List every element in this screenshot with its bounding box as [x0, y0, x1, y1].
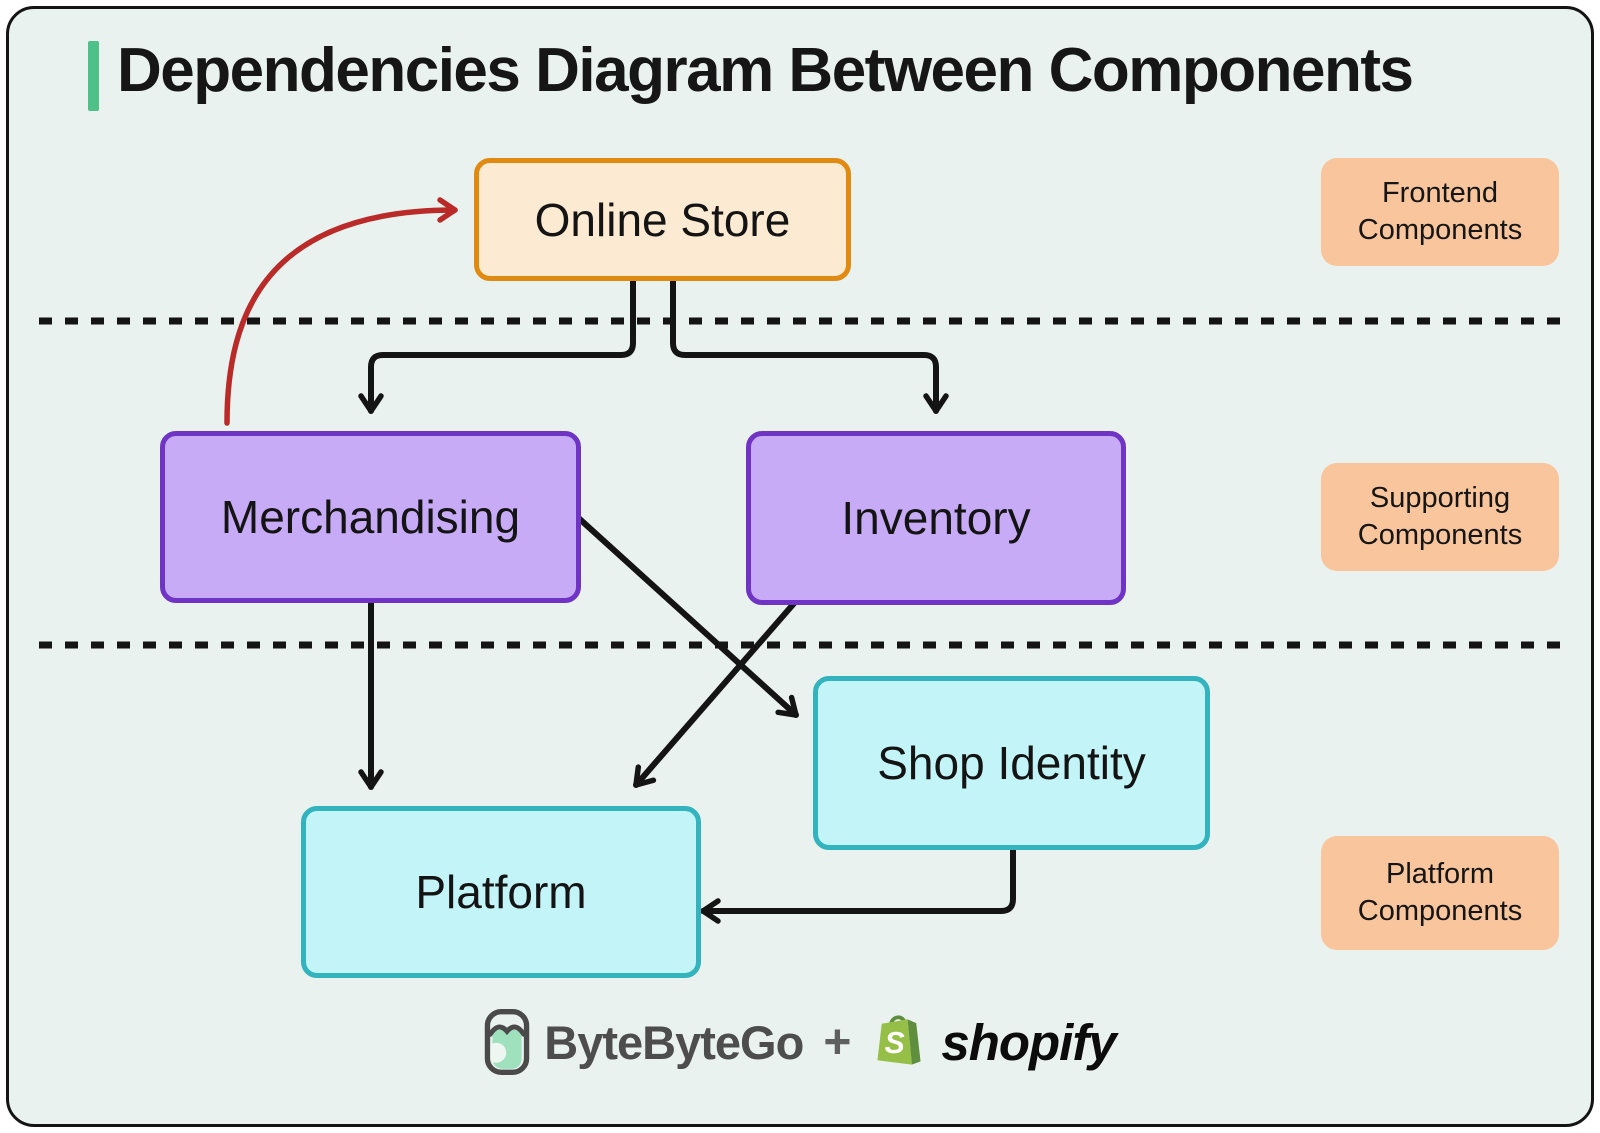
diagram-frame: Dependencies Diagram Between Components … — [6, 6, 1594, 1127]
page-title: Dependencies Diagram Between Components — [117, 36, 1414, 105]
node-shop-identity: Shop Identity — [813, 676, 1210, 850]
legend-platform-components: Platform Components — [1321, 836, 1559, 950]
node-inventory-label: Inventory — [841, 492, 1031, 544]
node-online-store: Online Store — [474, 158, 851, 281]
plus-sign: + — [823, 1015, 852, 1069]
shopify-bag-letter: S — [885, 1027, 905, 1060]
edge-merchandising-onlinestore-red — [224, 197, 458, 426]
legend-frontend-label: Frontend Components — [1357, 176, 1523, 246]
legend-supporting-components: Supporting Components — [1321, 463, 1559, 571]
footer-logos: ByteByteGo + S shopify — [9, 1008, 1591, 1076]
edge-inventory-platform — [633, 590, 806, 788]
shopify-bag-icon: S — [877, 1015, 921, 1065]
node-merchandising-label: Merchandising — [220, 491, 521, 543]
bytebytego-icon — [485, 1009, 530, 1075]
title-accent-bar — [88, 41, 99, 111]
shopify-wordmark: shopify — [941, 1013, 1116, 1071]
node-shop-identity-label: Shop Identity — [877, 737, 1146, 789]
node-platform: Platform — [301, 806, 701, 978]
legend-supporting-label: Supporting Components — [1357, 481, 1523, 551]
edge-onlinestore-inventory — [670, 264, 949, 414]
node-merchandising: Merchandising — [160, 431, 581, 603]
node-online-store-label: Online Store — [534, 193, 791, 246]
node-inventory: Inventory — [746, 431, 1126, 605]
node-platform-label: Platform — [415, 866, 587, 918]
legend-frontend-components: Frontend Components — [1321, 158, 1559, 266]
legend-platform-label: Platform Components — [1357, 857, 1523, 927]
edge-onlinestore-merchandising — [358, 264, 636, 414]
bytebytego-wordmark: ByteByteGo — [544, 1015, 804, 1069]
